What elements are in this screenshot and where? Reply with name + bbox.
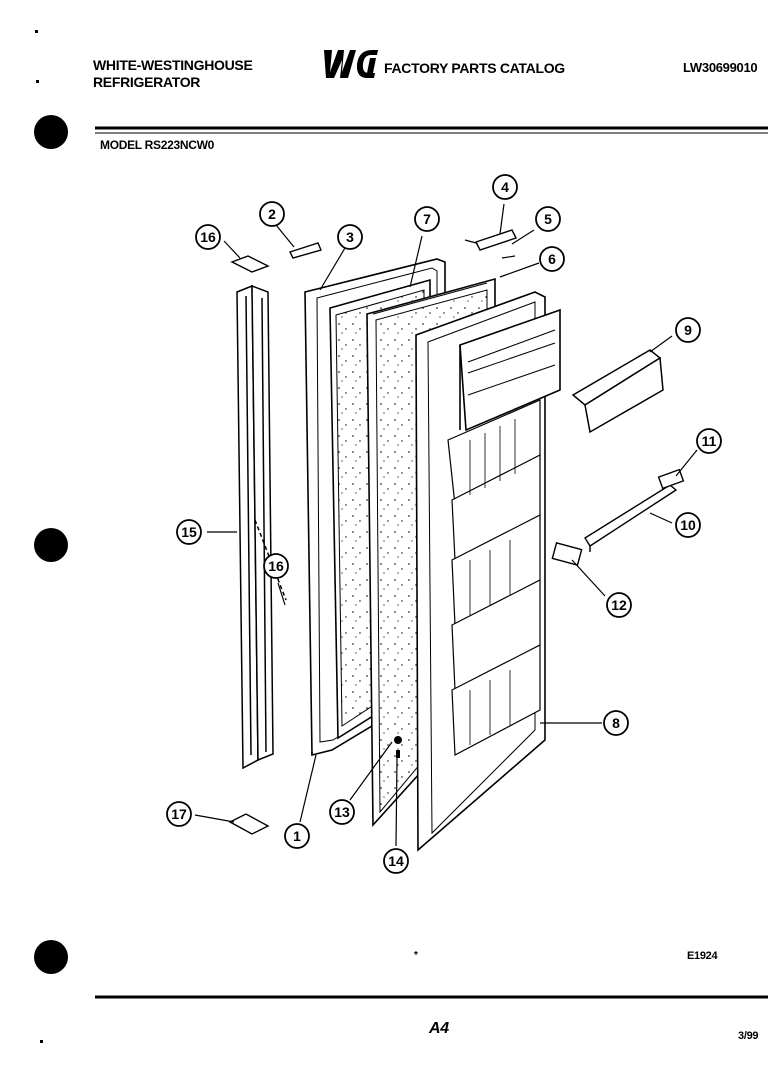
footnote-mark: * <box>414 950 418 961</box>
svg-text:5: 5 <box>544 211 552 227</box>
top-trim-piece <box>475 229 517 251</box>
shelf-bracket <box>551 542 583 566</box>
callout-9: 9 <box>675 317 701 343</box>
callout-11: 11 <box>696 428 722 454</box>
svg-text:6: 6 <box>548 251 556 267</box>
callout-16-top: 16 <box>195 224 221 250</box>
svg-text:7: 7 <box>423 211 431 227</box>
handle-trim-strip <box>236 284 287 770</box>
svg-text:16: 16 <box>268 558 284 574</box>
catalog-title: FACTORY PARTS CATALOG <box>384 60 565 76</box>
svg-text:4: 4 <box>501 179 509 195</box>
binder-hole-top <box>34 115 68 149</box>
bottom-hinge <box>228 813 270 835</box>
callout-10: 10 <box>675 512 701 538</box>
margin-mark <box>40 1040 43 1043</box>
binder-hole-bottom <box>34 940 68 974</box>
trim-end-cap <box>464 239 516 259</box>
svg-text:2: 2 <box>268 206 276 222</box>
callout-4: 4 <box>492 174 518 200</box>
shelf-retainer-bar <box>584 484 678 552</box>
header-rule <box>95 126 768 134</box>
callout-8: 8 <box>603 710 629 736</box>
svg-text:1: 1 <box>293 828 301 844</box>
svg-text:10: 10 <box>680 517 696 533</box>
inner-door-liner <box>415 291 561 852</box>
callout-1: 1 <box>284 823 310 849</box>
svg-text:3: 3 <box>346 229 354 245</box>
svg-text:13: 13 <box>334 804 350 820</box>
manufacturer-line-2: REFRIGERATOR <box>93 74 201 90</box>
callout-14: 14 <box>383 848 409 874</box>
top-hinge <box>230 255 270 273</box>
revision-date: 3/99 <box>738 1030 759 1042</box>
svg-text:17: 17 <box>171 806 187 822</box>
diagram-code: E1924 <box>687 950 718 962</box>
svg-text:14: 14 <box>388 853 404 869</box>
callout-16-mid: 16 <box>263 553 289 579</box>
door-screw <box>394 736 402 758</box>
manufacturer-line-1: WHITE-WESTINGHOUSE <box>93 57 253 73</box>
callout-6: 6 <box>539 246 565 272</box>
hinge-cover-top <box>289 242 322 259</box>
shelf-cover <box>571 349 664 434</box>
svg-text:8: 8 <box>612 715 620 731</box>
svg-text:15: 15 <box>181 524 197 540</box>
callout-17: 17 <box>166 801 192 827</box>
wci-logo-icon <box>324 50 378 78</box>
manufacturer-name: WHITE-WESTINGHOUSE REFRIGERATOR <box>93 57 253 91</box>
svg-text:9: 9 <box>684 322 692 338</box>
svg-text:16: 16 <box>200 229 216 245</box>
svg-text:12: 12 <box>611 597 627 613</box>
callout-13: 13 <box>329 799 355 825</box>
margin-mark <box>36 80 39 83</box>
callout-15: 15 <box>176 519 202 545</box>
callout-12: 12 <box>606 592 632 618</box>
callout-7: 7 <box>414 206 440 232</box>
callout-3: 3 <box>337 224 363 250</box>
bar-end-clip <box>657 468 685 490</box>
callout-5: 5 <box>535 206 561 232</box>
binder-hole-middle <box>34 528 68 562</box>
catalog-number: LW30699010 <box>683 60 758 75</box>
svg-text:11: 11 <box>702 433 717 449</box>
margin-mark <box>35 30 38 33</box>
page-number: A4 <box>429 1020 449 1037</box>
model-number: MODEL RS223NCW0 <box>100 138 214 152</box>
callout-markers: 1 2 3 4 5 6 7 8 9 10 11 12 13 14 15 16 1… <box>166 174 722 874</box>
leader-lines <box>194 203 698 847</box>
callout-2: 2 <box>259 201 285 227</box>
